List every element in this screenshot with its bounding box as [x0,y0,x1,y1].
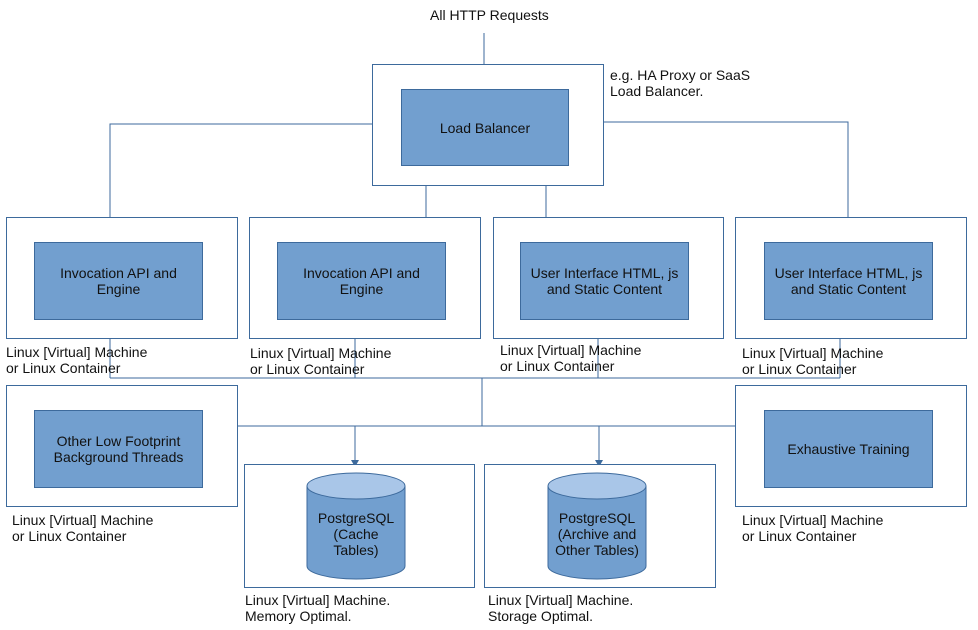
vm-caption-1: Linux [Virtual] Machine or Linux Contain… [6,344,148,376]
invocation-node-1[interactable]: Invocation API and Engine [34,242,203,320]
vm-caption-training: Linux [Virtual] Machine or Linux Contain… [742,512,884,544]
background-threads-node[interactable]: Other Low Footprint Background Threads [34,410,203,488]
invocation-node-2[interactable]: Invocation API and Engine [277,242,446,320]
db-archive-caption: Linux [Virtual] Machine. Storage Optimal… [488,592,634,624]
db-archive-label: PostgreSQL (Archive and Other Tables) [555,510,639,558]
ui-node-1[interactable]: User Interface HTML, js and Static Conte… [520,242,689,320]
vm-caption-3: Linux [Virtual] Machine or Linux Contain… [500,342,642,374]
db-cache-label: PostgreSQL (Cache Tables) [317,510,395,558]
db-archive-cylinder[interactable]: PostgreSQL (Archive and Other Tables) [547,472,647,580]
db-cache-caption: Linux [Virtual] Machine. Memory Optimal. [245,592,391,624]
source-label: All HTTP Requests [430,7,549,23]
vm-caption-background: Linux [Virtual] Machine or Linux Contain… [12,512,154,544]
vm-caption-2: Linux [Virtual] Machine or Linux Contain… [250,345,392,377]
vm-caption-4: Linux [Virtual] Machine or Linux Contain… [742,345,884,377]
db-cache-cylinder[interactable]: PostgreSQL (Cache Tables) [306,472,406,580]
training-node[interactable]: Exhaustive Training [764,410,933,488]
load-balancer-node[interactable]: Load Balancer [401,89,569,166]
ui-node-2[interactable]: User Interface HTML, js and Static Conte… [764,242,933,320]
load-balancer-note: e.g. HA Proxy or SaaS Load Balancer. [610,67,751,99]
